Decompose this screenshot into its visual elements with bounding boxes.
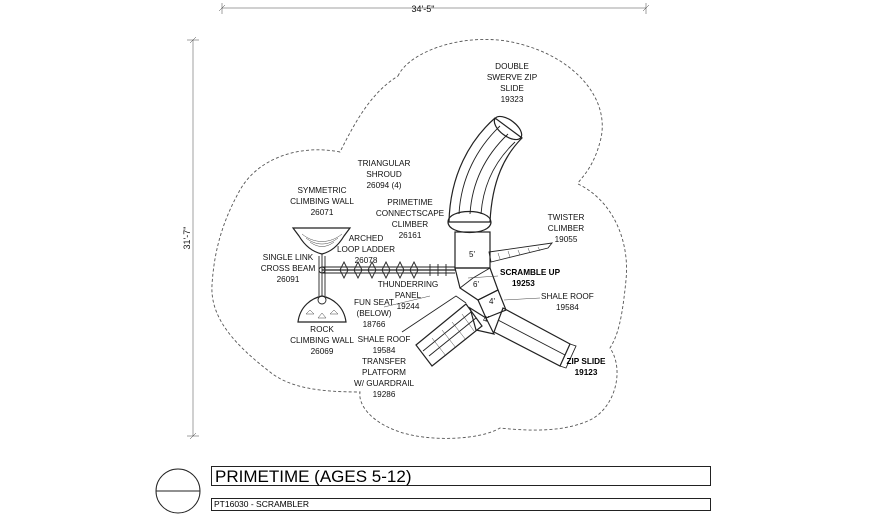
deck-height-triangle: 6' <box>473 280 479 289</box>
zip-slide <box>493 307 577 369</box>
arched-loop-ladder <box>322 260 455 280</box>
svg-text:26091: 26091 <box>277 275 300 284</box>
svg-text:ZIP SLIDE: ZIP SLIDE <box>567 357 607 366</box>
title-block-circle <box>155 468 201 514</box>
deck-height-lower-a: 4' <box>489 297 495 306</box>
svg-text:SHROUD: SHROUD <box>366 170 402 179</box>
label-rock-climbing-wall: ROCK CLIMBING WALL 26069 <box>290 325 354 356</box>
svg-text:PLATFORM: PLATFORM <box>362 368 406 377</box>
lower-deck-b <box>469 306 496 335</box>
label-triangular-shroud: TRIANGULAR SHROUD 26094 (4) <box>358 159 411 190</box>
svg-text:26161: 26161 <box>399 231 422 240</box>
svg-text:26078: 26078 <box>355 256 378 265</box>
svg-text:TRIANGULAR: TRIANGULAR <box>358 159 411 168</box>
svg-text:CROSS BEAM: CROSS BEAM <box>261 264 316 273</box>
svg-text:LOOP LADDER: LOOP LADDER <box>337 245 395 254</box>
page-subtitle: PT16030 - SCRAMBLER <box>214 499 309 509</box>
subtitle-box: PT16030 - SCRAMBLER <box>211 498 711 511</box>
svg-text:SLIDE: SLIDE <box>500 84 524 93</box>
svg-text:26069: 26069 <box>311 347 334 356</box>
shale-roof-left <box>401 295 467 333</box>
svg-text:19244: 19244 <box>397 302 420 311</box>
double-swerve-zip-slide <box>447 115 523 233</box>
svg-text:SCRAMBLE UP: SCRAMBLE UP <box>500 268 561 277</box>
svg-text:PANEL: PANEL <box>395 291 422 300</box>
svg-text:19286: 19286 <box>373 390 396 399</box>
label-connectscape-climber: PRIMETIME CONNECTSCAPE CLIMBER 26161 <box>376 198 445 240</box>
svg-text:DOUBLE: DOUBLE <box>495 62 529 71</box>
deck-height-lower-b: 4' <box>483 315 489 324</box>
main-deck-group: 5' 6' 4' 4' <box>454 231 507 335</box>
deck-height-main: 5' <box>469 250 475 259</box>
svg-text:SINGLE LINK: SINGLE LINK <box>263 253 314 262</box>
svg-text:26094 (4): 26094 (4) <box>366 181 401 190</box>
width-dimension-label: 34'-5" <box>412 4 435 14</box>
label-transfer-platform: TRANSFER PLATFORM W/ GUARDRAIL 19286 <box>354 357 414 399</box>
use-zone-boundary <box>211 38 627 439</box>
fun-seat-leader <box>383 295 431 308</box>
label-single-link-cross-beam: SINGLE LINK CROSS BEAM 26091 <box>261 253 316 284</box>
svg-text:SWERVE ZIP: SWERVE ZIP <box>487 73 538 82</box>
svg-text:PRIMETIME: PRIMETIME <box>387 198 433 207</box>
svg-text:18766: 18766 <box>363 320 386 329</box>
svg-text:ROCK: ROCK <box>310 325 334 334</box>
label-fun-seat: FUN SEAT (BELOW) 18766 <box>354 298 394 329</box>
height-dimension: 31'-7" <box>182 36 199 440</box>
symmetric-climbing-wall <box>291 227 352 296</box>
svg-text:SHALE ROOF: SHALE ROOF <box>358 335 411 344</box>
label-twister-climber: TWISTER CLIMBER 19055 <box>548 213 585 244</box>
svg-text:CONNECTSCAPE: CONNECTSCAPE <box>376 209 445 218</box>
width-dimension: 34'-5" <box>218 3 650 14</box>
svg-text:FUN SEAT: FUN SEAT <box>354 298 394 307</box>
title-box: PRIMETIME (AGES 5-12) <box>211 466 711 486</box>
label-scramble-up: SCRAMBLE UP 19253 <box>500 268 561 288</box>
label-thunderring-panel: THUNDERRING PANEL 19244 <box>378 280 439 311</box>
page-title: PRIMETIME (AGES 5-12) <box>215 467 412 486</box>
svg-text:CLIMBING WALL: CLIMBING WALL <box>290 336 354 345</box>
svg-text:W/ GUARDRAIL: W/ GUARDRAIL <box>354 379 414 388</box>
label-symmetric-climbing-wall: SYMMETRIC CLIMBING WALL 26071 <box>290 186 354 217</box>
svg-text:ARCHED: ARCHED <box>349 234 384 243</box>
label-shale-roof-right: SHALE ROOF 19584 <box>541 292 594 312</box>
svg-text:19055: 19055 <box>555 235 578 244</box>
svg-text:26071: 26071 <box>311 208 334 217</box>
svg-text:THUNDERRING: THUNDERRING <box>378 280 439 289</box>
label-zip-slide: ZIP SLIDE 19123 <box>567 357 607 377</box>
scramble-up-leader <box>467 275 499 279</box>
svg-text:19323: 19323 <box>501 95 524 104</box>
transfer-platform <box>415 303 483 367</box>
shale-roof-right-leader <box>503 297 541 301</box>
label-double-swerve-zip-slide: DOUBLE SWERVE ZIP SLIDE 19323 <box>487 62 538 104</box>
twister-climber <box>488 242 554 263</box>
svg-text:(BELOW): (BELOW) <box>356 309 391 318</box>
label-shale-roof-left: SHALE ROOF 19584 <box>358 335 411 355</box>
svg-text:19584: 19584 <box>373 346 396 355</box>
svg-text:SYMMETRIC: SYMMETRIC <box>297 186 346 195</box>
svg-text:19123: 19123 <box>575 368 598 377</box>
svg-text:CLIMBER: CLIMBER <box>548 224 584 233</box>
svg-text:TWISTER: TWISTER <box>548 213 585 222</box>
svg-text:SHALE ROOF: SHALE ROOF <box>541 292 594 301</box>
svg-text:19584: 19584 <box>556 303 579 312</box>
svg-text:CLIMBER: CLIMBER <box>392 220 428 229</box>
svg-text:19253: 19253 <box>512 279 535 288</box>
svg-text:CLIMBING WALL: CLIMBING WALL <box>290 197 354 206</box>
height-dimension-label: 31'-7" <box>182 227 192 250</box>
rock-climbing-wall <box>297 295 347 323</box>
svg-text:TRANSFER: TRANSFER <box>362 357 406 366</box>
label-arched-loop-ladder: ARCHED LOOP LADDER 26078 <box>337 234 395 265</box>
